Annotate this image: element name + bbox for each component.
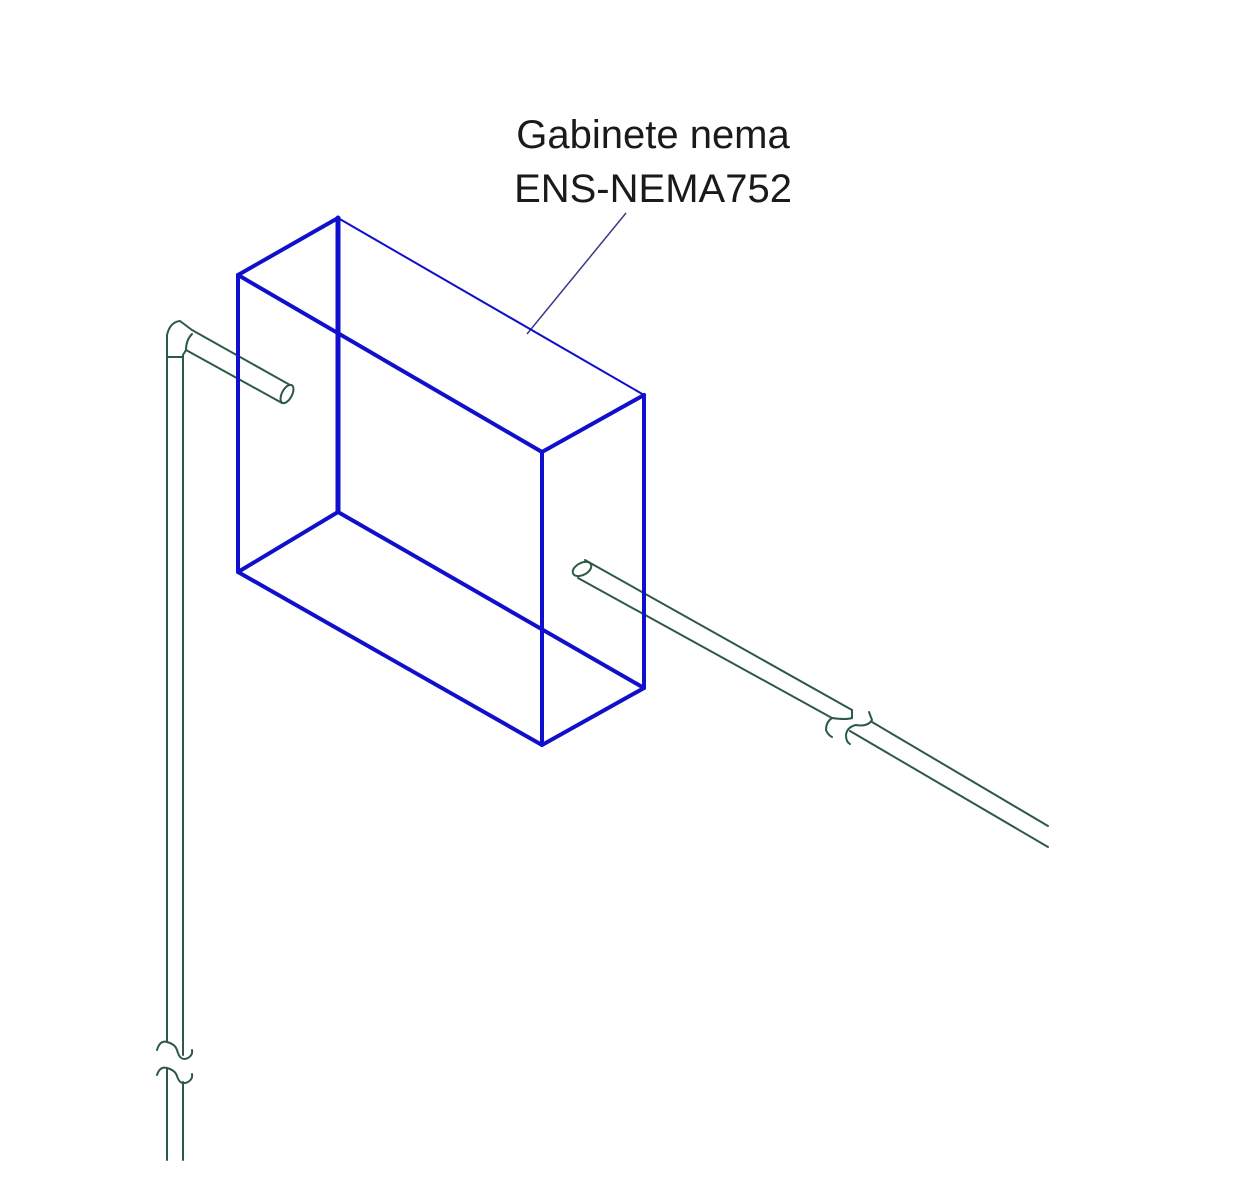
- callout-leader-line: [526, 212, 627, 335]
- callout-line-1: Gabinete nema: [516, 113, 790, 157]
- vertical-conduit-left: [156, 319, 295, 1161]
- callout-line-2: ENS-NEMA752: [514, 167, 792, 211]
- nema-enclosure: [236, 215, 646, 747]
- horizontal-conduit-right: [571, 559, 1049, 848]
- enclosure-callout-label: Gabinete nema ENS-NEMA752: [470, 108, 836, 216]
